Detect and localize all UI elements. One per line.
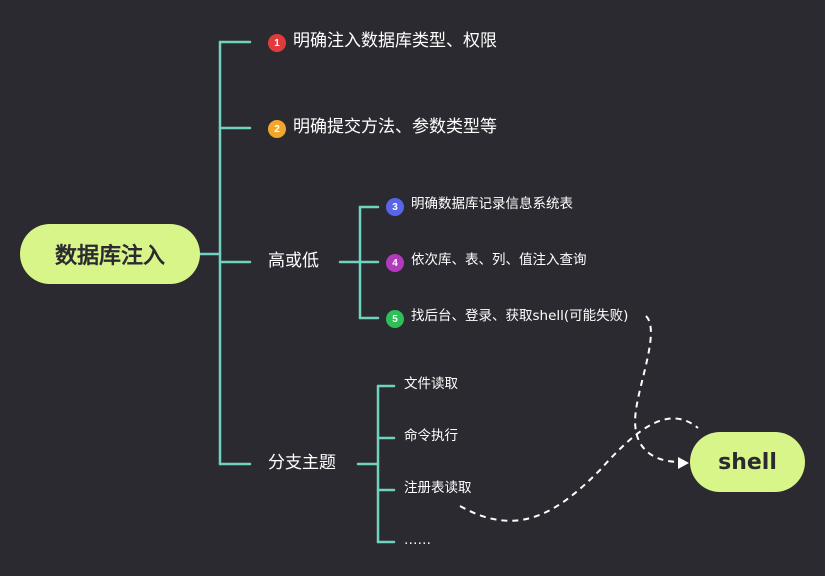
priority-1-icon: 1 (268, 34, 286, 52)
root-node[interactable]: 数据库注入 (20, 224, 200, 284)
topic-registry-read[interactable]: 注册表读取 (404, 480, 472, 496)
topic-command-exec[interactable]: 命令执行 (404, 428, 458, 444)
branch-submit-method[interactable]: 明确提交方法、参数类型等 (293, 117, 497, 137)
priority-5-icon: 5 (386, 310, 404, 328)
shell-node-label: shell (718, 449, 777, 475)
root-node-label: 数据库注入 (54, 244, 165, 269)
topic-more[interactable]: …… (404, 532, 431, 548)
branch-high-or-low[interactable]: 高或低 (268, 251, 319, 271)
dashed-link-get-shell (634, 315, 681, 463)
sub-branch-injection-query[interactable]: 依次库、表、列、值注入查询 (411, 252, 587, 268)
sub-branch-get-shell[interactable]: 找后台、登录、获取shell(可能失败) (411, 308, 629, 324)
dashed-link-registry (459, 417, 699, 522)
priority-3-icon: 3 (386, 198, 404, 216)
topic-file-read[interactable]: 文件读取 (404, 376, 458, 392)
sub-branch-system-tables[interactable]: 明确数据库记录信息系统表 (411, 196, 573, 212)
branch-db-type-permission[interactable]: 明确注入数据库类型、权限 (293, 31, 497, 51)
arrow-head-icon (678, 457, 689, 469)
shell-node[interactable]: shell (690, 432, 805, 492)
priority-2-icon: 2 (268, 120, 286, 138)
priority-4-icon: 4 (386, 254, 404, 272)
branch-topic[interactable]: 分支主题 (268, 453, 336, 473)
